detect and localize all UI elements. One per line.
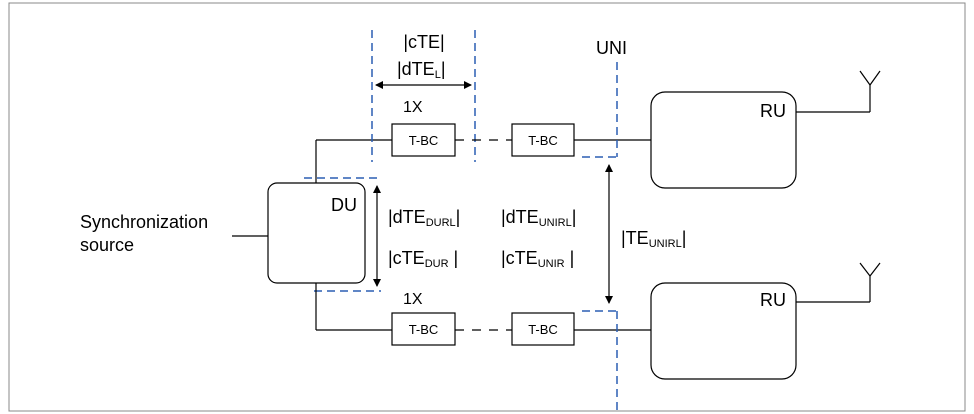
tbc-box-top-2 [511, 123, 575, 157]
cte-label: |cTE| [403, 32, 444, 52]
du-label: DU [331, 195, 357, 215]
tbc-label-bottom-2: T-BC [528, 322, 558, 337]
dtel-label: |dTEL| [397, 59, 446, 81]
diagram-frame [8, 2, 966, 412]
tbc-box-bottom-2 [511, 312, 575, 346]
uni-label: UNI [596, 38, 627, 58]
antenna-icon [859, 262, 881, 302]
tbc-label-top-1: T-BC [409, 133, 439, 148]
ru-label-bottom: RU [760, 290, 786, 310]
sync-source-label-line2: source [80, 235, 134, 255]
tbc-label-top-2: T-BC [528, 133, 558, 148]
antenna-icon [859, 70, 881, 112]
ru-box-bottom [650, 282, 797, 380]
one-x-top-label: 1X [403, 99, 423, 116]
ru-box-top [650, 91, 797, 189]
one-x-bottom-label: 1X [403, 291, 423, 308]
cte-dur-label: |cTEDUR | [388, 248, 458, 270]
ru-label-top: RU [760, 101, 786, 121]
cte-unir-label: |cTEUNIR | [501, 248, 574, 270]
tbc-label-bottom-1: T-BC [409, 322, 439, 337]
tbc-box-top-1 [391, 123, 456, 157]
tbc-box-bottom-1 [391, 312, 456, 346]
dte-unirl-label: |dTEUNIRL| [501, 207, 576, 229]
sync-source-label: Synchronization [80, 212, 208, 232]
te-unirl-label: |TEUNIRL| [621, 228, 686, 250]
dte-durl-label: |dTEDURL| [388, 207, 460, 229]
